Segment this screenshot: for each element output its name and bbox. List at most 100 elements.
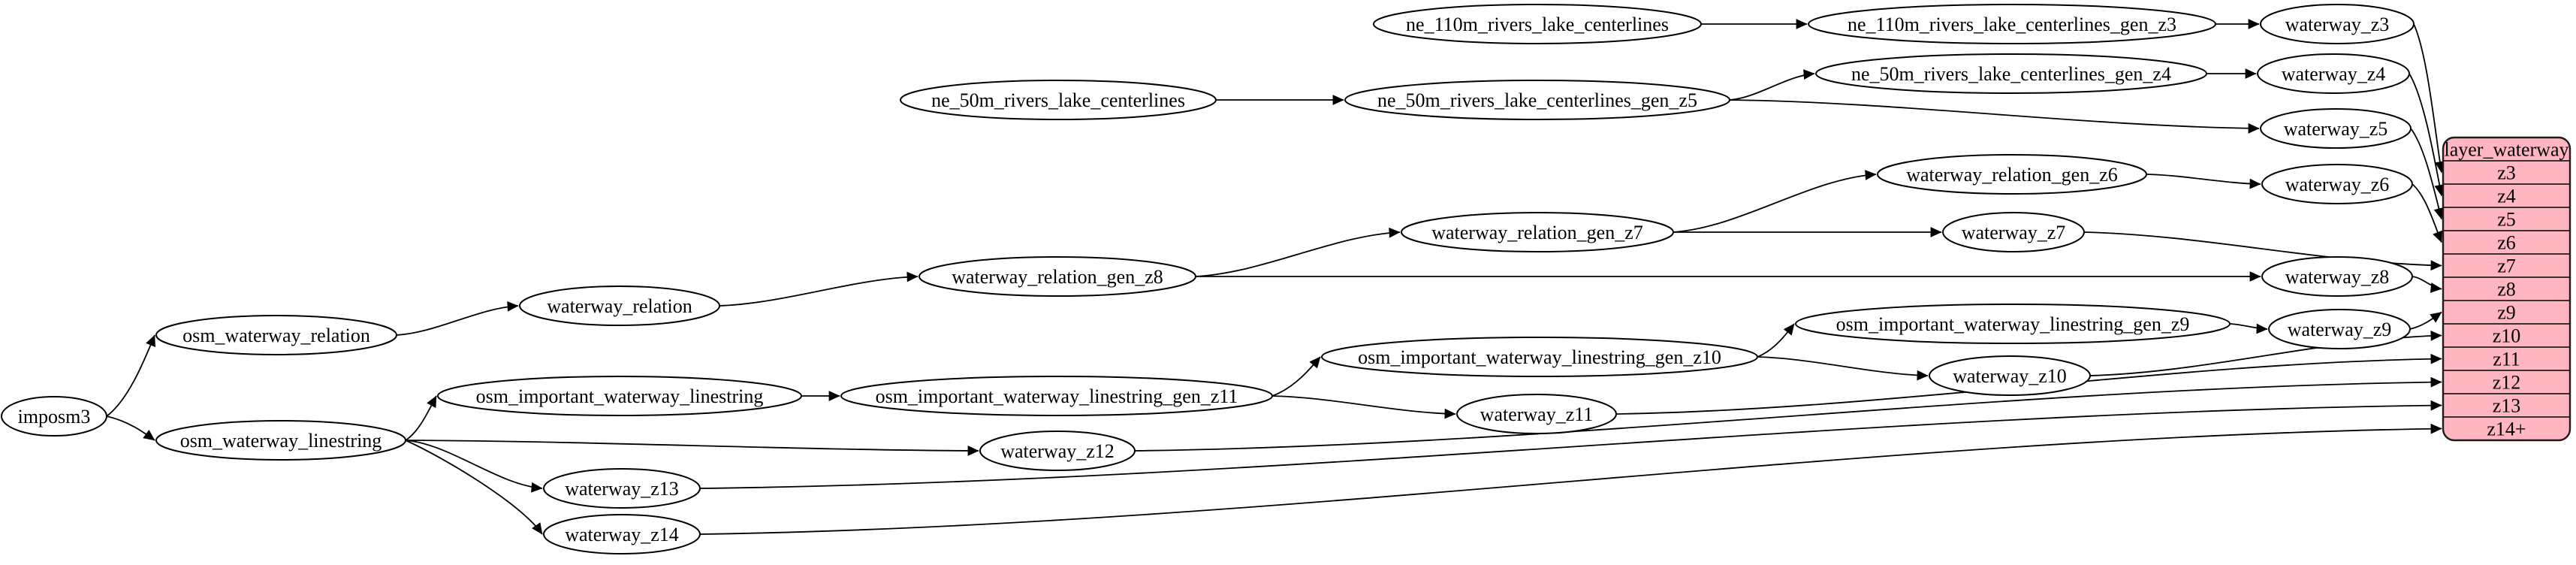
- node-ellipse: [2261, 256, 2413, 297]
- node-label: waterway_z12: [1000, 440, 1115, 462]
- record-row-label: z13: [2493, 395, 2521, 417]
- node-ne_110m_rivers_lake_centerlines: ne_110m_rivers_lake_centerlines: [1373, 4, 1702, 44]
- node-ellipse: [900, 80, 1217, 120]
- node-ellipse: [2260, 4, 2415, 44]
- node-ellipse: [1401, 212, 1674, 252]
- node-osm_waterway_relation: osm_waterway_relation: [155, 315, 397, 355]
- node-label: osm_important_waterway_linestring: [476, 385, 764, 407]
- node-label: waterway_z4: [2282, 63, 2386, 85]
- node-ellipse: [1456, 394, 1617, 434]
- node-ellipse: [519, 286, 720, 326]
- edge-osm_waterway_linestring--waterway_z13: [405, 440, 543, 493]
- node-ellipse: [1815, 53, 2207, 94]
- edge-waterway_z5--layer_waterway-z5: [2410, 128, 2445, 220]
- record-row-label: z11: [2493, 349, 2520, 370]
- node-label: osm_important_waterway_linestring_gen_z1…: [1358, 346, 1721, 368]
- node-osm_important_waterway_linestring: osm_important_waterway_linestring: [437, 376, 802, 416]
- node-ellipse: [979, 431, 1136, 471]
- record-row-label: z8: [2497, 279, 2516, 301]
- node-waterway_z10: waterway_z10: [1929, 355, 2091, 396]
- node-ellipse: [543, 514, 701, 554]
- edge-imposm3--osm_waterway_relation: [106, 334, 155, 417]
- edge-osm_important_waterway_linestring_gen_z11--osm_important_waterway_linestring_gen_z10: [1271, 356, 1321, 397]
- record-row-label: z4: [2497, 186, 2516, 207]
- record-row-label: z7: [2497, 255, 2516, 277]
- node-label: waterway_z9: [2288, 319, 2392, 340]
- edge-osm_waterway_linestring--osm_important_waterway_linestring: [405, 395, 437, 441]
- node-label: waterway_z8: [2285, 266, 2390, 288]
- node-ellipse: [543, 468, 701, 509]
- node-ellipse: [1929, 355, 2091, 396]
- node-waterway_z6: waterway_z6: [2261, 164, 2413, 204]
- node-ne_110m_rivers_lake_centerlines_gen_z3: ne_110m_rivers_lake_centerlines_gen_z3: [1808, 4, 2216, 44]
- node-waterway_z12: waterway_z12: [979, 431, 1136, 471]
- node-waterway_relation_gen_z6: waterway_relation_gen_z6: [1877, 154, 2147, 195]
- node-waterway_relation_gen_z7: waterway_relation_gen_z7: [1401, 212, 1674, 252]
- node-ellipse: [840, 376, 1273, 416]
- node-osm_important_waterway_linestring_gen_z9: osm_important_waterway_linestring_gen_z9: [1795, 304, 2231, 344]
- edge-ne_50m_rivers_lake_centerlines_gen_z5--ne_50m_rivers_lake_centerlines_gen_z4: [1729, 69, 1815, 101]
- node-ellipse: [1808, 4, 2216, 44]
- node-ne_50m_rivers_lake_centerlines_gen_z4: ne_50m_rivers_lake_centerlines_gen_z4: [1815, 53, 2207, 94]
- node-waterway_z7: waterway_z7: [1942, 212, 2085, 252]
- node-waterway_z4: waterway_z4: [2257, 53, 2410, 94]
- node-label: waterway_relation: [547, 295, 692, 317]
- node-waterway_relation: waterway_relation: [519, 286, 720, 326]
- node-ellipse: [155, 420, 406, 461]
- node-label: waterway_z3: [2285, 14, 2390, 35]
- node-label: waterway_relation_gen_z7: [1431, 222, 1643, 243]
- node-waterway_z13: waterway_z13: [543, 468, 701, 509]
- edge-osm_important_waterway_linestring_gen_z10--osm_important_waterway_linestring_gen_z9: [1757, 323, 1795, 358]
- edge-waterway_z12--layer_waterway-z12: [1134, 376, 2442, 452]
- edge-waterway_z7--layer_waterway-z7: [2083, 231, 2442, 271]
- node-label: ne_110m_rivers_lake_centerlines_gen_z3: [1848, 14, 2176, 35]
- edge-waterway_z13--layer_waterway-z13: [699, 400, 2442, 489]
- node-label: ne_110m_rivers_lake_centerlines: [1406, 14, 1669, 35]
- node-ne_50m_rivers_lake_centerlines: ne_50m_rivers_lake_centerlines: [900, 80, 1217, 120]
- record-row-label: z9: [2497, 302, 2516, 324]
- edge-waterway_z8--layer_waterway-z8: [2412, 276, 2442, 293]
- node-label: ne_50m_rivers_lake_centerlines: [931, 89, 1185, 111]
- node-label: waterway_relation_gen_z8: [952, 266, 1163, 288]
- node-osm_important_waterway_linestring_gen_z10: osm_important_waterway_linestring_gen_z1…: [1321, 337, 1758, 377]
- record-body: [2442, 136, 2571, 442]
- node-label: waterway_z10: [1953, 365, 2067, 387]
- node-osm_waterway_linestring: osm_waterway_linestring: [155, 420, 406, 461]
- record-row-label: z14+: [2487, 418, 2526, 440]
- node-ellipse: [918, 256, 1196, 297]
- node-label: imposm3: [18, 406, 91, 428]
- edge-ne_50m_rivers_lake_centerlines_gen_z5--waterway_z5: [1729, 99, 2260, 134]
- edge-osm_waterway_relation--waterway_relation: [396, 301, 519, 336]
- edge-waterway_relation_gen_z6--waterway_z6: [2146, 174, 2261, 189]
- node-ellipse: [1942, 212, 2085, 252]
- edge-osm_important_waterway_linestring_gen_z10--waterway_z10: [1757, 356, 1929, 381]
- node-label: waterway_z6: [2285, 174, 2390, 195]
- record-row-label: z12: [2493, 372, 2521, 394]
- record-row-label: z5: [2497, 209, 2516, 231]
- record-title: layer_waterway: [2444, 139, 2568, 161]
- record-row-label: z3: [2497, 162, 2516, 184]
- edge-waterway_z4--layer_waterway-z4: [2409, 73, 2445, 197]
- edge-waterway_z9--layer_waterway-z9: [2409, 311, 2442, 330]
- node-label: waterway_z7: [1962, 222, 2066, 243]
- node-label: osm_waterway_linestring: [180, 430, 382, 452]
- record-layer_waterway: layer_waterwayz3z4z5z6z7z8z9z10z11z12z13…: [2442, 136, 2571, 442]
- edge-waterway_relation_gen_z7--waterway_relation_gen_z6: [1673, 170, 1877, 233]
- edge-waterway_z3--layer_waterway-z3: [2413, 23, 2445, 174]
- edge-osm_waterway_linestring--waterway_z14: [405, 440, 543, 535]
- node-label: ne_50m_rivers_lake_centerlines_gen_z5: [1377, 89, 1697, 111]
- node-ellipse: [1877, 154, 2147, 195]
- node-label: waterway_z5: [2284, 118, 2388, 140]
- node-label: osm_important_waterway_linestring_gen_z1…: [876, 385, 1238, 407]
- node-waterway_z9: waterway_z9: [2268, 309, 2411, 349]
- node-waterway_z3: waterway_z3: [2260, 4, 2415, 44]
- edge-osm_important_waterway_linestring_gen_z11--waterway_z11: [1271, 395, 1456, 419]
- edge-waterway_z14--layer_waterway-z14+: [699, 423, 2442, 535]
- node-waterway_relation_gen_z8: waterway_relation_gen_z8: [918, 256, 1196, 297]
- node-ellipse: [1795, 304, 2231, 344]
- node-ellipse: [1321, 337, 1758, 377]
- node-label: osm_important_waterway_linestring_gen_z9: [1836, 313, 2190, 335]
- node-ellipse: [2261, 164, 2413, 204]
- node-ellipse: [1344, 80, 1730, 120]
